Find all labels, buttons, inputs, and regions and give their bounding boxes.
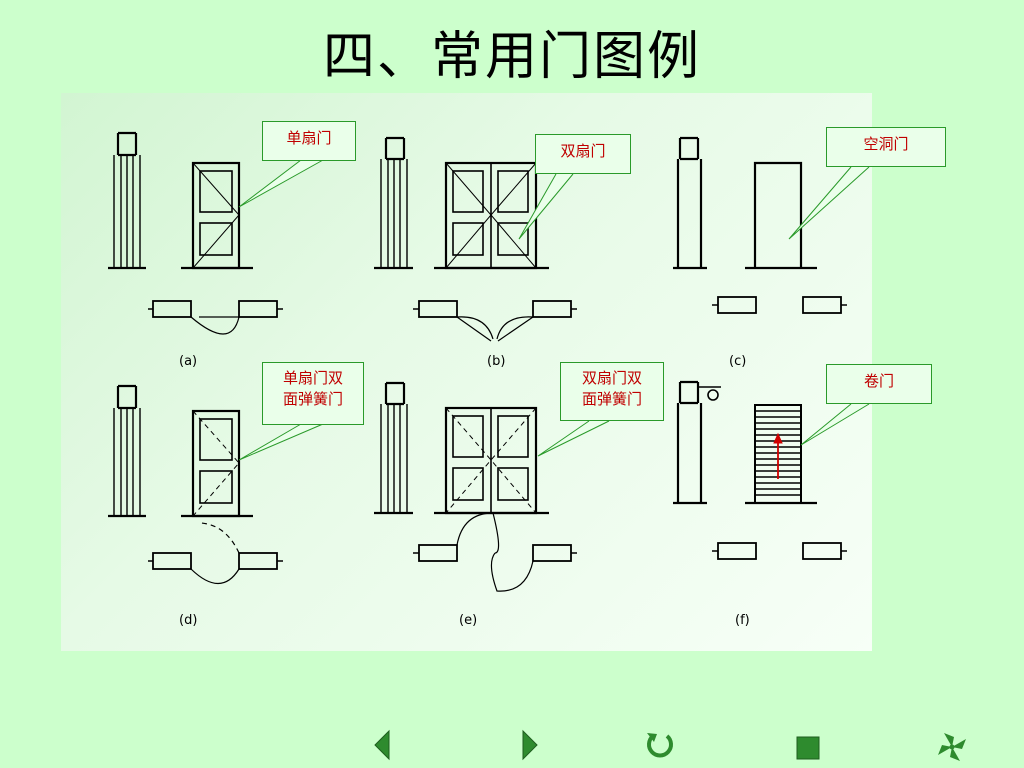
callout-single-swing-line1: 单扇门双 — [282, 369, 343, 387]
callout-double-swing-line2: 面弹簧门 — [581, 390, 642, 408]
callout-double-swing-door: 双扇门双 面弹簧门 — [560, 362, 664, 421]
callout-single-swing-line2: 面弹簧门 — [282, 390, 343, 408]
home-pinwheel-icon[interactable] — [934, 729, 970, 765]
callout-rolling-door: 卷门 — [826, 364, 932, 404]
door-b-double — [374, 136, 577, 342]
door-c-opening — [673, 136, 847, 314]
end-show-icon[interactable] — [796, 736, 820, 760]
door-legend-figure: (a) (b) (c) (d) (e) (f) 单扇门 双扇门 空洞门 单扇门双… — [61, 93, 946, 651]
door-a-single — [108, 131, 283, 335]
callout-double-swing-line1: 双扇门双 — [581, 369, 642, 387]
return-icon[interactable] — [644, 728, 678, 762]
next-slide-icon[interactable] — [520, 729, 540, 761]
door-f-rolling — [673, 380, 847, 560]
door-d-single-swing — [108, 384, 283, 584]
door-drawings: (a) (b) (c) (d) (e) (f) — [108, 131, 870, 628]
callout-double-door: 双扇门 — [535, 134, 631, 174]
caption-d: (d) — [179, 613, 197, 628]
caption-f: (f) — [735, 613, 750, 628]
caption-b: (b) — [487, 354, 505, 369]
prev-slide-icon[interactable] — [372, 729, 392, 761]
callout-opening-door: 空洞门 — [826, 127, 946, 167]
slide-title: 四、常用门图例 — [322, 27, 701, 87]
door-e-double-swing — [374, 381, 577, 592]
callout-single-swing-door: 单扇门双 面弹簧门 — [262, 362, 364, 425]
caption-a: (a) — [179, 354, 197, 369]
caption-c: (c) — [729, 354, 746, 369]
callout-single-door: 单扇门 — [262, 121, 356, 161]
caption-e: (e) — [459, 613, 477, 628]
